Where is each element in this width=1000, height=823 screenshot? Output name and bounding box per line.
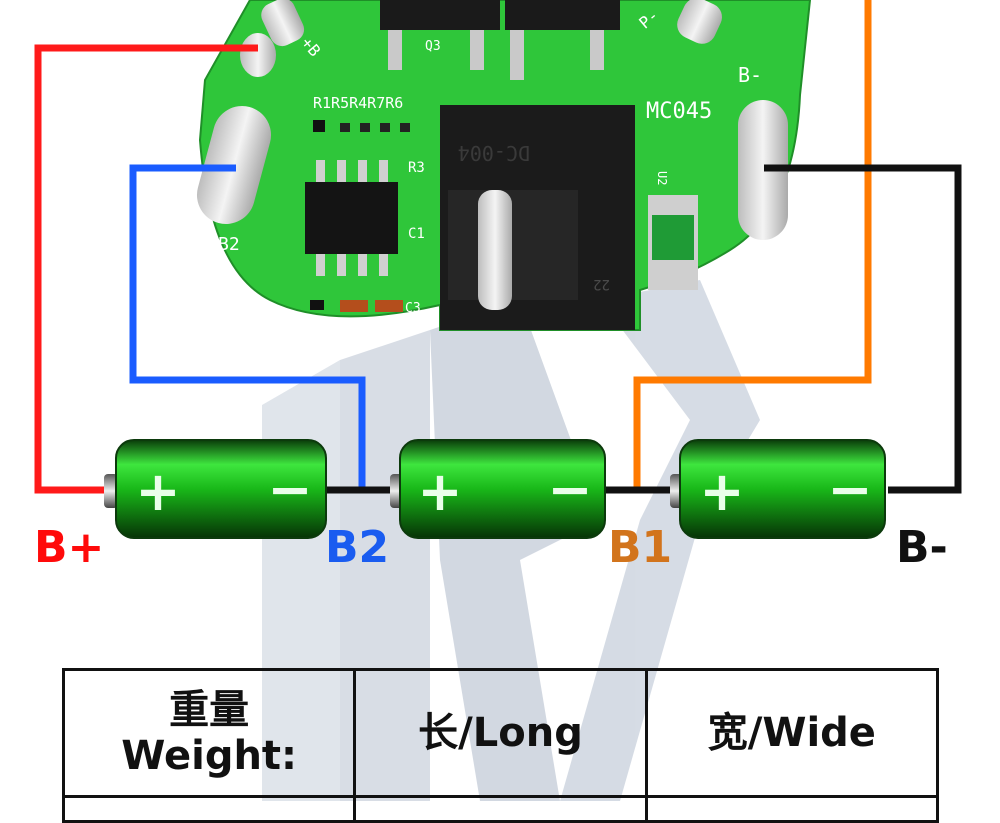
header-long: 长/Long [353, 668, 648, 798]
header-weight: 重量 Weight: [61, 668, 357, 798]
terminal-label-b1: B1 [608, 522, 672, 573]
terminal-label-b-minus: B- [896, 522, 948, 573]
pcb-pad-bminus-label: B- [738, 63, 762, 87]
header-weight-en: Weight: [121, 733, 298, 779]
wire-b-minus [764, 164, 962, 494]
wire-b2 [129, 164, 366, 490]
mosfet-q4 [505, 0, 620, 30]
pcb-resistor-labels: R1R5R4R7R6 [313, 94, 403, 112]
battery-minus-1: − [267, 458, 312, 521]
value-long [353, 795, 648, 823]
ic-chip [305, 182, 398, 254]
battery-cell-1: + − [104, 439, 327, 539]
pcb-c1-label: C1 [408, 226, 425, 242]
pcb-board: MC045 B2 B- +B P- R1R5R4R7R6 R3 C1 U2 C3… [196, 0, 812, 331]
header-weight-cn: 重量 [169, 687, 250, 733]
header-wide-label: 宽/Wide [707, 710, 876, 756]
pcb-u2-label: U2 [655, 171, 669, 185]
battery-cell-3: + − [670, 439, 886, 539]
wire-b-plus [34, 44, 258, 494]
spec-table-header-row: 重量 Weight: 长/Long 宽/Wide [61, 668, 940, 798]
connector-pin [478, 190, 512, 310]
battery-plus-2: + [417, 460, 462, 523]
battery-minus-3: − [827, 458, 872, 521]
connector-number-text: 22 [593, 276, 610, 292]
pcb-pad-b2-label: B2 [218, 234, 240, 255]
header-long-label: 长/Long [418, 710, 583, 756]
battery-cell-2: + − [390, 439, 606, 539]
header-wide: 宽/Wide [644, 668, 940, 798]
pcb-r3-label: R3 [408, 160, 425, 176]
mosfet-q3 [380, 0, 500, 30]
pcb-c3-label: C3 [405, 301, 421, 316]
pcb-model-label: MC045 [646, 99, 712, 124]
pad-bminus-slot [738, 100, 788, 240]
value-wide [644, 795, 940, 823]
pcb-q3-label: Q3 [425, 39, 441, 54]
pad-bplus [240, 33, 276, 77]
value-weight [61, 795, 357, 823]
wire-b1 [633, 0, 872, 490]
wires [34, 0, 962, 494]
spec-table: 重量 Weight: 长/Long 宽/Wide [61, 668, 940, 823]
battery-plus-1: + [135, 460, 180, 523]
battery-minus-2: − [547, 458, 592, 521]
terminal-label-b2: B2 [325, 522, 389, 573]
spec-table-value-row [61, 795, 940, 823]
terminal-label-b-plus: B+ [34, 522, 104, 573]
battery-plus-3: + [699, 460, 744, 523]
connector-model-text: DC-004 [458, 141, 530, 165]
